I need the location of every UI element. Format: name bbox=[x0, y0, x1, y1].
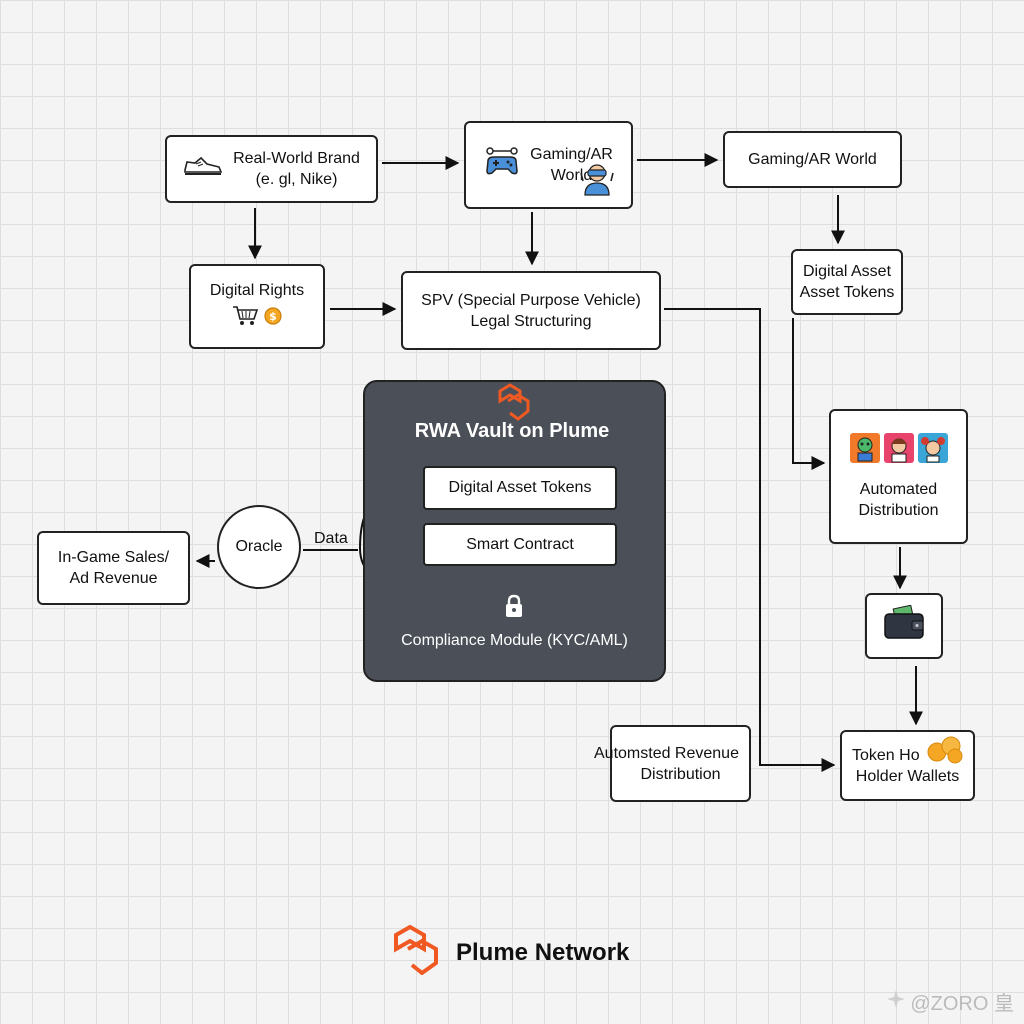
arrow-spv-to-holders bbox=[664, 308, 836, 772]
dat-right-label-2: Asset Tokens bbox=[799, 284, 895, 301]
node-digital-rights[interactable]: Digital Rights $ bbox=[189, 264, 325, 349]
watermark-text: @ZORO 皇 bbox=[910, 993, 1014, 1015]
node-in-game-sales[interactable]: In-Game Sales/ Ad Revenue bbox=[37, 531, 190, 605]
auto-dist-label-2: Distribution bbox=[858, 502, 939, 519]
vault-digital-asset-tokens[interactable]: Digital Asset Tokens bbox=[423, 466, 617, 510]
footer-brand-name: Plume Network bbox=[456, 938, 630, 966]
node-oracle[interactable]: Oracle bbox=[217, 505, 301, 589]
lock-icon bbox=[504, 594, 524, 623]
node-gaming-ar-world-2[interactable]: Gaming/AR World bbox=[723, 131, 902, 188]
smart-contract-label: Smart Contract bbox=[466, 535, 574, 553]
sparkle-icon bbox=[886, 989, 906, 1015]
compliance-label-2: (KYC/AML) bbox=[546, 632, 628, 649]
dat-right-label-1: Digital Asset bbox=[802, 263, 892, 280]
gamepad-icon bbox=[484, 147, 520, 183]
in-game-label-2: Ad Revenue bbox=[69, 570, 158, 587]
brand-label-1: Real-World Brand bbox=[233, 150, 360, 167]
sneaker-icon bbox=[183, 154, 223, 184]
node-digital-asset-tokens[interactable]: Digital Asset Asset Tokens bbox=[791, 249, 903, 315]
compliance-module: Compliance Module (KYC/AML) bbox=[363, 630, 666, 651]
vault-title: RWA Vault on Plume bbox=[414, 420, 610, 442]
gaming-label-2: World bbox=[550, 167, 593, 184]
data-flow-label: Data bbox=[314, 530, 348, 547]
plume-logo-icon bbox=[392, 924, 446, 980]
oracle-label: Oracle bbox=[235, 538, 283, 555]
coin-stack-icon bbox=[925, 734, 965, 770]
auto-revenue-label-2: Distribution bbox=[640, 765, 721, 783]
vault-tokens-label: Digital Asset Tokens bbox=[448, 479, 592, 496]
shopping-cart-icon bbox=[232, 305, 260, 333]
plume-logo-icon bbox=[496, 383, 536, 426]
nft-avatars-icon bbox=[849, 433, 948, 463]
node-automated-distribution[interactable]: Automated Distribution bbox=[829, 409, 968, 544]
svg-text:$: $ bbox=[269, 310, 277, 323]
node-real-world-brand[interactable]: Real-World Brand (e. gl, Nike) bbox=[165, 135, 378, 203]
watermark: @ZORO 皇 bbox=[886, 987, 1014, 1016]
spv-label-2: Legal Structuring bbox=[470, 312, 592, 330]
coin-icon: $ bbox=[264, 307, 282, 331]
gaming-label-1: Gaming/AR bbox=[530, 146, 613, 163]
auto-dist-label-1: Automated bbox=[859, 481, 938, 498]
token-holders-label-2: Holder Wallets bbox=[855, 767, 960, 785]
node-token-holder-wallets[interactable]: Token Ho Holder Wallets bbox=[840, 730, 975, 801]
gaming2-label: Gaming/AR World bbox=[748, 151, 877, 168]
vault-smart-contract[interactable]: Smart Contract bbox=[423, 523, 617, 566]
auto-revenue-label-1: Automsted Revenue bbox=[594, 744, 739, 762]
wallet-icon bbox=[882, 604, 926, 647]
brand-label-2: (e. gl, Nike) bbox=[255, 171, 338, 188]
node-wallet[interactable] bbox=[865, 593, 943, 659]
in-game-label-1: In-Game Sales/ bbox=[57, 549, 170, 566]
compliance-label-1: Compliance Module bbox=[401, 632, 543, 649]
digital-rights-label: Digital Rights bbox=[209, 282, 305, 299]
spv-label-1: SPV (Special Purpose Vehicle) bbox=[421, 291, 641, 309]
node-gaming-ar-world[interactable]: Gaming/AR World bbox=[464, 121, 633, 209]
footer-brand: Plume Network bbox=[392, 924, 630, 980]
vr-person-icon bbox=[577, 161, 617, 203]
node-spv-legal-structuring[interactable]: SPV (Special Purpose Vehicle) Legal Stru… bbox=[401, 271, 661, 350]
node-automated-revenue-distribution[interactable]: Automsted Revenue Distribution bbox=[594, 725, 751, 802]
token-holders-label-1: Token Ho bbox=[852, 746, 920, 764]
